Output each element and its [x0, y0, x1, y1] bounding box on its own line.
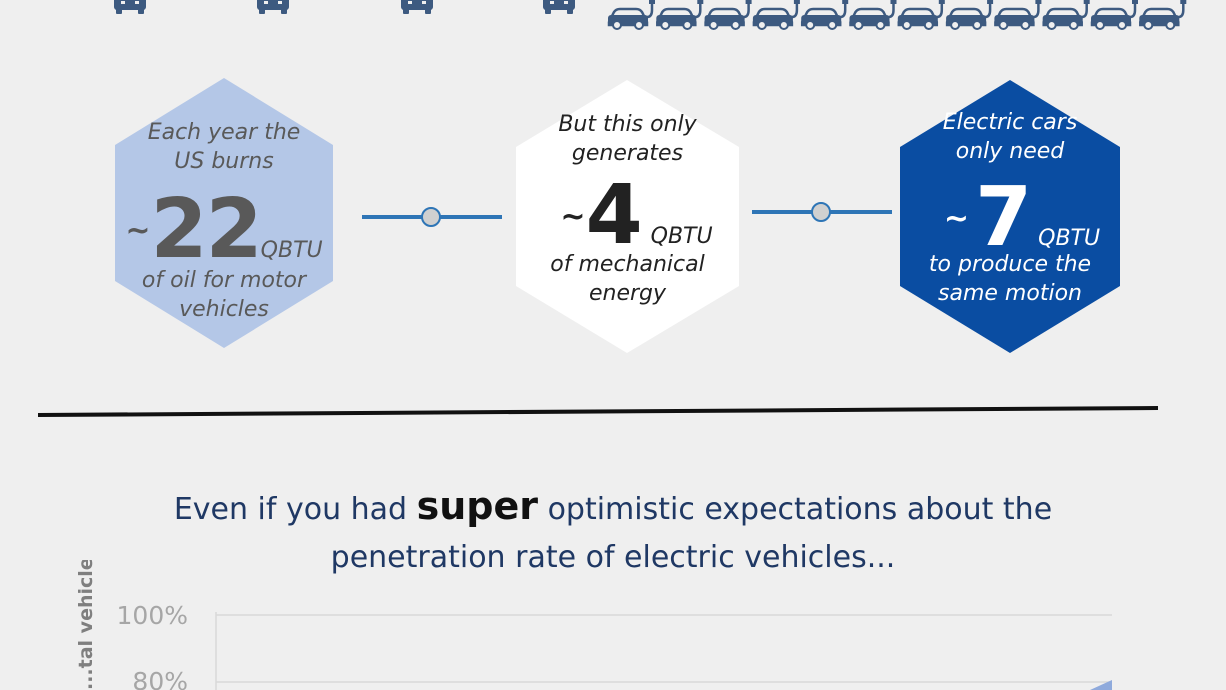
electric-car-icon [752, 0, 800, 30]
hexagon-line: But this only [558, 112, 697, 137]
y-tick-label: 80% [132, 667, 188, 690]
value-number: 22 [150, 182, 263, 277]
hexagon-value: ~22QBTU [115, 182, 333, 277]
value-number: 7 [975, 170, 1033, 265]
hexagon-shape [115, 78, 333, 348]
hexagon-line: to produce the [928, 252, 1092, 277]
y-tick-label: 100% [117, 601, 188, 630]
electric-car-icon [1139, 0, 1187, 30]
hexagon-line: energy [588, 281, 667, 306]
hexagon-intro-text: Each year the US burns [115, 118, 333, 176]
electric-car-icon [656, 0, 704, 30]
hexagon-shape [516, 80, 739, 353]
hexagon-line: only need [955, 139, 1065, 164]
headline-text: optimistic expectations about the [547, 492, 1053, 527]
electric-car-icon [994, 0, 1042, 30]
electric-car-icon [704, 0, 752, 30]
connector-dot [421, 207, 441, 227]
gas-car-icon [543, 0, 575, 14]
y-axis-label: ...tal vehicles [75, 560, 97, 690]
headline-text: Even if you had [173, 492, 408, 527]
connector-line [752, 202, 892, 222]
gas-car-icon [114, 0, 146, 14]
electric-car-icon [607, 0, 655, 30]
car-icon-row [114, 0, 1187, 30]
electric-car-icon [1090, 0, 1138, 30]
hexagon-outro-text: to produce the same motion [900, 250, 1120, 308]
approx-symbol: ~ [125, 213, 151, 249]
hexagon-shape [900, 80, 1120, 353]
hexagon-outro-text: of mechanical energy [516, 250, 739, 308]
value-unit: QBTU [260, 238, 323, 263]
hexagon-outro-text: of oil for motor vehicles [115, 266, 333, 324]
section-divider [37, 406, 1159, 417]
connector-line [362, 207, 502, 227]
approx-symbol: ~ [560, 199, 586, 235]
hexagon-line: Electric cars [942, 110, 1078, 135]
electric-car-icon [800, 0, 849, 30]
electric-car-icon [897, 0, 945, 30]
gas-car-icon [257, 0, 289, 14]
electric-car-icon [1042, 0, 1090, 30]
headline-line-2: penetration rate of electric vehicles... [330, 540, 896, 575]
connector-dot [811, 202, 831, 222]
headline-emphasis: super [416, 484, 539, 528]
ev-penetration-chart: ...tal vehicles 100% 80% [75, 560, 1112, 690]
electric-car-icon [945, 0, 994, 30]
hexagon-intro-text: Electric cars only need [900, 108, 1120, 166]
value-number: 4 [585, 168, 643, 263]
hexagon-intro-text: But this only generates [516, 110, 739, 168]
headline: Even if you had super optimistic expecta… [0, 482, 1226, 582]
value-unit: QBTU [650, 224, 713, 249]
approx-symbol: ~ [943, 201, 970, 237]
hexagon-line: of mechanical [550, 252, 705, 277]
oil-burned-hexagon: Each year the US burns ~22QBTU of oil fo… [115, 78, 333, 348]
electric-car-icon [849, 0, 897, 30]
headline-line-1: Even if you had super optimistic expecta… [0, 482, 1226, 534]
hexagon-line: same motion [938, 281, 1082, 306]
hexagon-line: Each year the [147, 120, 301, 145]
gas-car-icon [401, 0, 433, 14]
hexagon-line: vehicles [179, 297, 269, 322]
hexagon-line: US burns [174, 149, 274, 174]
value-unit: QBTU [1038, 226, 1101, 251]
area-series [1090, 680, 1112, 690]
hexagon-line: of oil for motor [141, 268, 307, 293]
hexagon-line: generates [571, 141, 684, 166]
